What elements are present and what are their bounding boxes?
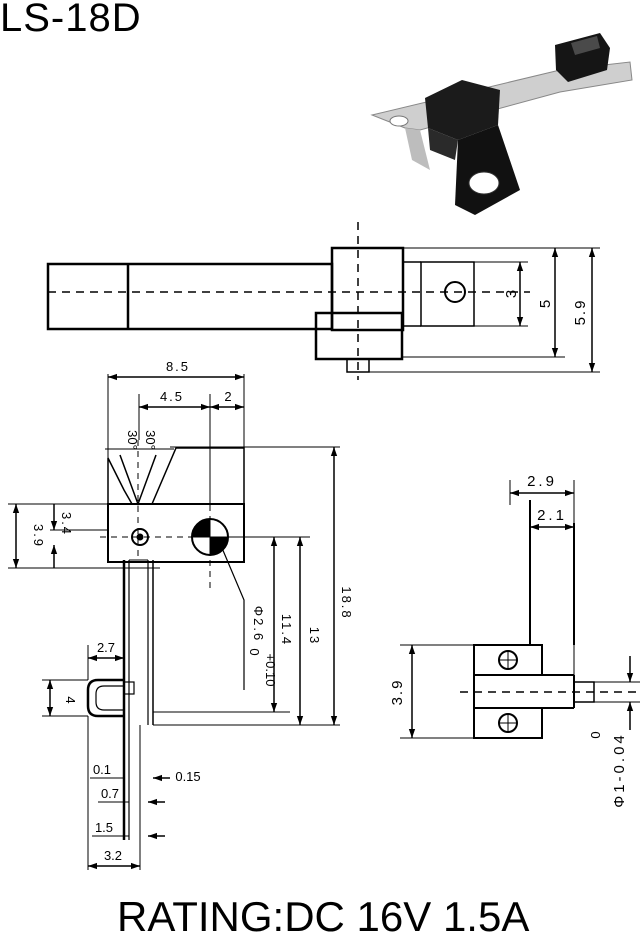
dim-shaft-tol-zero: 0 [588, 731, 603, 738]
dim-top-5-9: 5.9 [572, 299, 589, 326]
dim-hole-tol-plus: +0.10 [263, 654, 278, 687]
rating-label: RATING:DC 16V 1.5A [117, 893, 530, 940]
dim-3-4: 3.4 [59, 512, 74, 536]
dim-angle-left: 30° [125, 430, 140, 450]
dim-side-2-9: 2.9 [527, 473, 557, 490]
dim-hole-tol-zero: 0 [247, 648, 262, 655]
dim-8-5: 8.5 [166, 359, 190, 374]
dim-1-5: 1.5 [95, 820, 113, 835]
dim-3-2: 3.2 [104, 848, 122, 863]
dim-11-4: 11.4 [279, 614, 294, 646]
dim-side-3-9: 3.9 [389, 679, 406, 706]
dim-2-7: 2.7 [97, 640, 115, 655]
part-number-title: LS-18D [0, 0, 142, 40]
dim-hole-diameter: Φ2.6 [251, 606, 266, 642]
dim-side-2-1: 2.1 [537, 507, 567, 524]
dim-angle-right: 30° [143, 430, 158, 450]
dim-0-7: 0.7 [101, 786, 119, 801]
dim-shaft-diameter: Φ1-0.04 [611, 732, 628, 808]
top-side-view [46, 222, 600, 380]
dim-top-3: 3 [503, 290, 520, 298]
dim-top-5: 5 [537, 300, 554, 308]
dim-18-8: 18.8 [339, 586, 354, 619]
dim-0-1: 0.1 [93, 762, 111, 777]
dim-4: 4 [63, 696, 78, 703]
dim-4-5: 4.5 [160, 389, 184, 404]
dim-3-9-left: 3.9 [31, 524, 46, 548]
dim-0-15: 0.15 [175, 769, 200, 784]
front-view [8, 373, 340, 870]
dim-13: 13 [307, 627, 322, 645]
dim-2: 2 [224, 389, 231, 404]
side-view [400, 480, 640, 739]
product-photo [370, 33, 633, 215]
